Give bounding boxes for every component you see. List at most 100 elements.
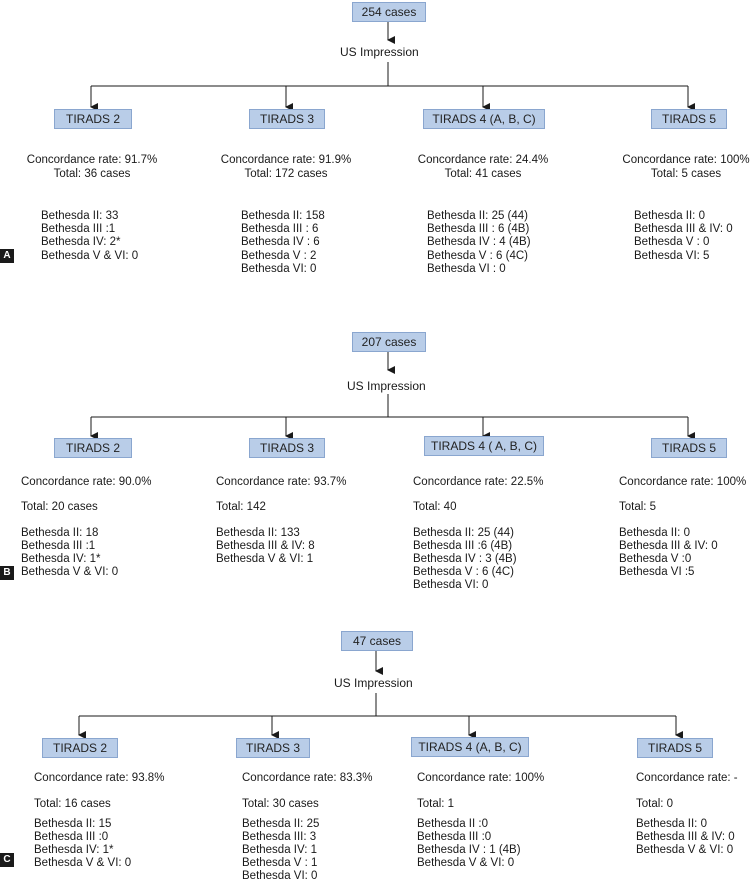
bethesda-item: Bethesda II: 158 — [241, 210, 325, 222]
tirads-3-box: TIRADS 3 — [249, 438, 325, 458]
concordance-rate: Concordance rate: 83.3% — [242, 772, 373, 784]
bethesda-item: Bethesda V : 6 (4C) — [427, 250, 528, 262]
concordance-rate: Concordance rate: 100% — [417, 772, 545, 784]
bethesda-item: Bethesda VI: 5 — [634, 250, 710, 262]
total-cases: Total: 1 — [417, 798, 455, 810]
total-cases: Total: 20 cases — [21, 501, 98, 513]
bethesda-item: Bethesda III : 6 — [241, 223, 319, 235]
bethesda-item: Bethesda II :0 — [417, 818, 488, 830]
panel-label-a: A — [0, 249, 14, 263]
us-impression-label: US Impression — [334, 676, 413, 690]
total-cases: Total: 172 cases — [244, 168, 328, 180]
bethesda-item: Bethesda IV: 1 — [242, 844, 318, 856]
us-impression-label: US Impression — [340, 45, 419, 59]
bethesda-item: Bethesda II: 33 — [41, 210, 119, 222]
tirads-2-box: TIRADS 2 — [54, 109, 132, 129]
bethesda-item: Bethesda V & VI: 0 — [417, 857, 515, 869]
total-cases: Total: 41 cases — [444, 168, 522, 180]
tirads-5-box: TIRADS 5 — [637, 738, 713, 758]
bethesda-item: Bethesda V : 0 — [634, 236, 710, 248]
bethesda-item: Bethesda VI: 0 — [242, 870, 318, 882]
bethesda-item: Bethesda VI: 0 — [413, 579, 489, 591]
total-cases: Total: 5 — [619, 501, 657, 513]
tirads-2-box: TIRADS 2 — [54, 438, 132, 458]
tirads-2-box: TIRADS 2 — [42, 738, 118, 758]
bethesda-item: Bethesda V & VI: 0 — [41, 250, 139, 262]
bethesda-item: Bethesda V & VI: 0 — [21, 566, 119, 578]
bethesda-item: Bethesda III :0 — [417, 831, 492, 843]
bethesda-item: Bethesda III & IV: 0 — [634, 223, 733, 235]
concordance-rate: Concordance rate: 91.9% — [220, 154, 352, 166]
tirads-3-box: TIRADS 3 — [236, 738, 310, 758]
bethesda-item: Bethesda II: 25 — [242, 818, 320, 830]
total-cases: Total: 40 — [413, 501, 457, 513]
total-cases: Total: 5 cases — [650, 168, 722, 180]
concordance-rate: Concordance rate: 91.7% — [26, 154, 158, 166]
bethesda-item: Bethesda IV : 6 — [241, 236, 320, 248]
tirads-4-box: TIRADS 4 (A, B, C) — [423, 109, 545, 129]
tirads-3-box: TIRADS 3 — [249, 109, 325, 129]
concordance-rate: Concordance rate: 100% — [622, 154, 750, 166]
bethesda-item: Bethesda III & IV: 0 — [636, 831, 735, 843]
panel-b: 207 cases US Impression TIRADS 2 TIRADS … — [0, 330, 755, 600]
bethesda-item: Bethesda V : 1 — [242, 857, 318, 869]
bethesda-item: Bethesda V :0 — [619, 553, 692, 565]
concordance-rate: Concordance rate: - — [636, 772, 738, 784]
bethesda-item: Bethesda II: 25 (44) — [413, 527, 515, 539]
concordance-rate: Concordance rate: 90.0% — [21, 476, 152, 488]
concordance-rate: Concordance rate: 93.8% — [34, 772, 165, 784]
bethesda-item: Bethesda IV: 2* — [41, 236, 121, 248]
total-cases: Total: 0 — [636, 798, 674, 810]
root-cases-box: 47 cases — [341, 631, 413, 651]
bethesda-item: Bethesda III :1 — [41, 223, 116, 235]
bethesda-item: Bethesda III & IV: 8 — [216, 540, 315, 552]
bethesda-item: Bethesda II: 0 — [634, 210, 705, 222]
bethesda-item: Bethesda IV : 3 (4B) — [413, 553, 517, 565]
panel-a: 254 cases US Impression TIRADS 2 TIRADS … — [0, 0, 755, 275]
total-cases: Total: 142 — [216, 501, 266, 513]
bethesda-item: Bethesda III :6 (4B) — [413, 540, 513, 552]
root-cases-box: 207 cases — [352, 332, 426, 352]
root-cases-box: 254 cases — [352, 2, 426, 22]
bethesda-item: Bethesda III & IV: 0 — [619, 540, 718, 552]
bethesda-item: Bethesda II: 25 (44) — [427, 210, 529, 222]
bethesda-item: Bethesda III :0 — [34, 831, 109, 843]
bethesda-item: Bethesda II: 0 — [619, 527, 690, 539]
tirads-5-box: TIRADS 5 — [651, 438, 727, 458]
bethesda-item: Bethesda III :1 — [21, 540, 96, 552]
tirads-4-box: TIRADS 4 (A, B, C) — [411, 737, 529, 757]
bethesda-item: Bethesda II: 0 — [636, 818, 707, 830]
concordance-rate: Concordance rate: 93.7% — [216, 476, 347, 488]
bethesda-item: Bethesda II: 133 — [216, 527, 300, 539]
bethesda-item: Bethesda III: 3 — [242, 831, 317, 843]
bethesda-item: Bethesda V : 6 (4C) — [413, 566, 514, 578]
panel-c-connectors — [78, 651, 683, 739]
bethesda-item: Bethesda IV : 1 (4B) — [417, 844, 521, 856]
bethesda-item: Bethesda VI : 0 — [427, 263, 506, 275]
tirads-4-box: TIRADS 4 ( A, B, C) — [424, 436, 544, 456]
bethesda-item: Bethesda V & VI: 0 — [34, 857, 132, 869]
us-impression-label: US Impression — [347, 379, 426, 393]
bethesda-item: Bethesda II: 15 — [34, 818, 112, 830]
bethesda-item: Bethesda V & VI: 0 — [636, 844, 734, 856]
panel-b-connectors — [90, 352, 695, 440]
panel-label-c: C — [0, 853, 14, 867]
bethesda-item: Bethesda IV: 1* — [34, 844, 114, 856]
bethesda-item: Bethesda IV: 1* — [21, 553, 101, 565]
total-cases: Total: 36 cases — [53, 168, 131, 180]
concordance-rate: Concordance rate: 22.5% — [413, 476, 544, 488]
bethesda-item: Bethesda VI :5 — [619, 566, 695, 578]
concordance-rate: Concordance rate: 24.4% — [417, 154, 549, 166]
bethesda-item: Bethesda III : 6 (4B) — [427, 223, 530, 235]
bethesda-item: Bethesda II: 18 — [21, 527, 99, 539]
bethesda-item: Bethesda V & VI: 1 — [216, 553, 314, 565]
bethesda-item: Bethesda VI: 0 — [241, 263, 317, 275]
concordance-rate: Concordance rate: 100% — [619, 476, 747, 488]
panel-label-b: B — [0, 566, 14, 580]
tirads-5-box: TIRADS 5 — [651, 109, 727, 129]
total-cases: Total: 16 cases — [34, 798, 111, 810]
bethesda-item: Bethesda IV : 4 (4B) — [427, 236, 531, 248]
panel-c: 47 cases US Impression TIRADS 2 TIRADS 3… — [0, 629, 755, 885]
bethesda-item: Bethesda V : 2 — [241, 250, 317, 262]
total-cases: Total: 30 cases — [242, 798, 319, 810]
